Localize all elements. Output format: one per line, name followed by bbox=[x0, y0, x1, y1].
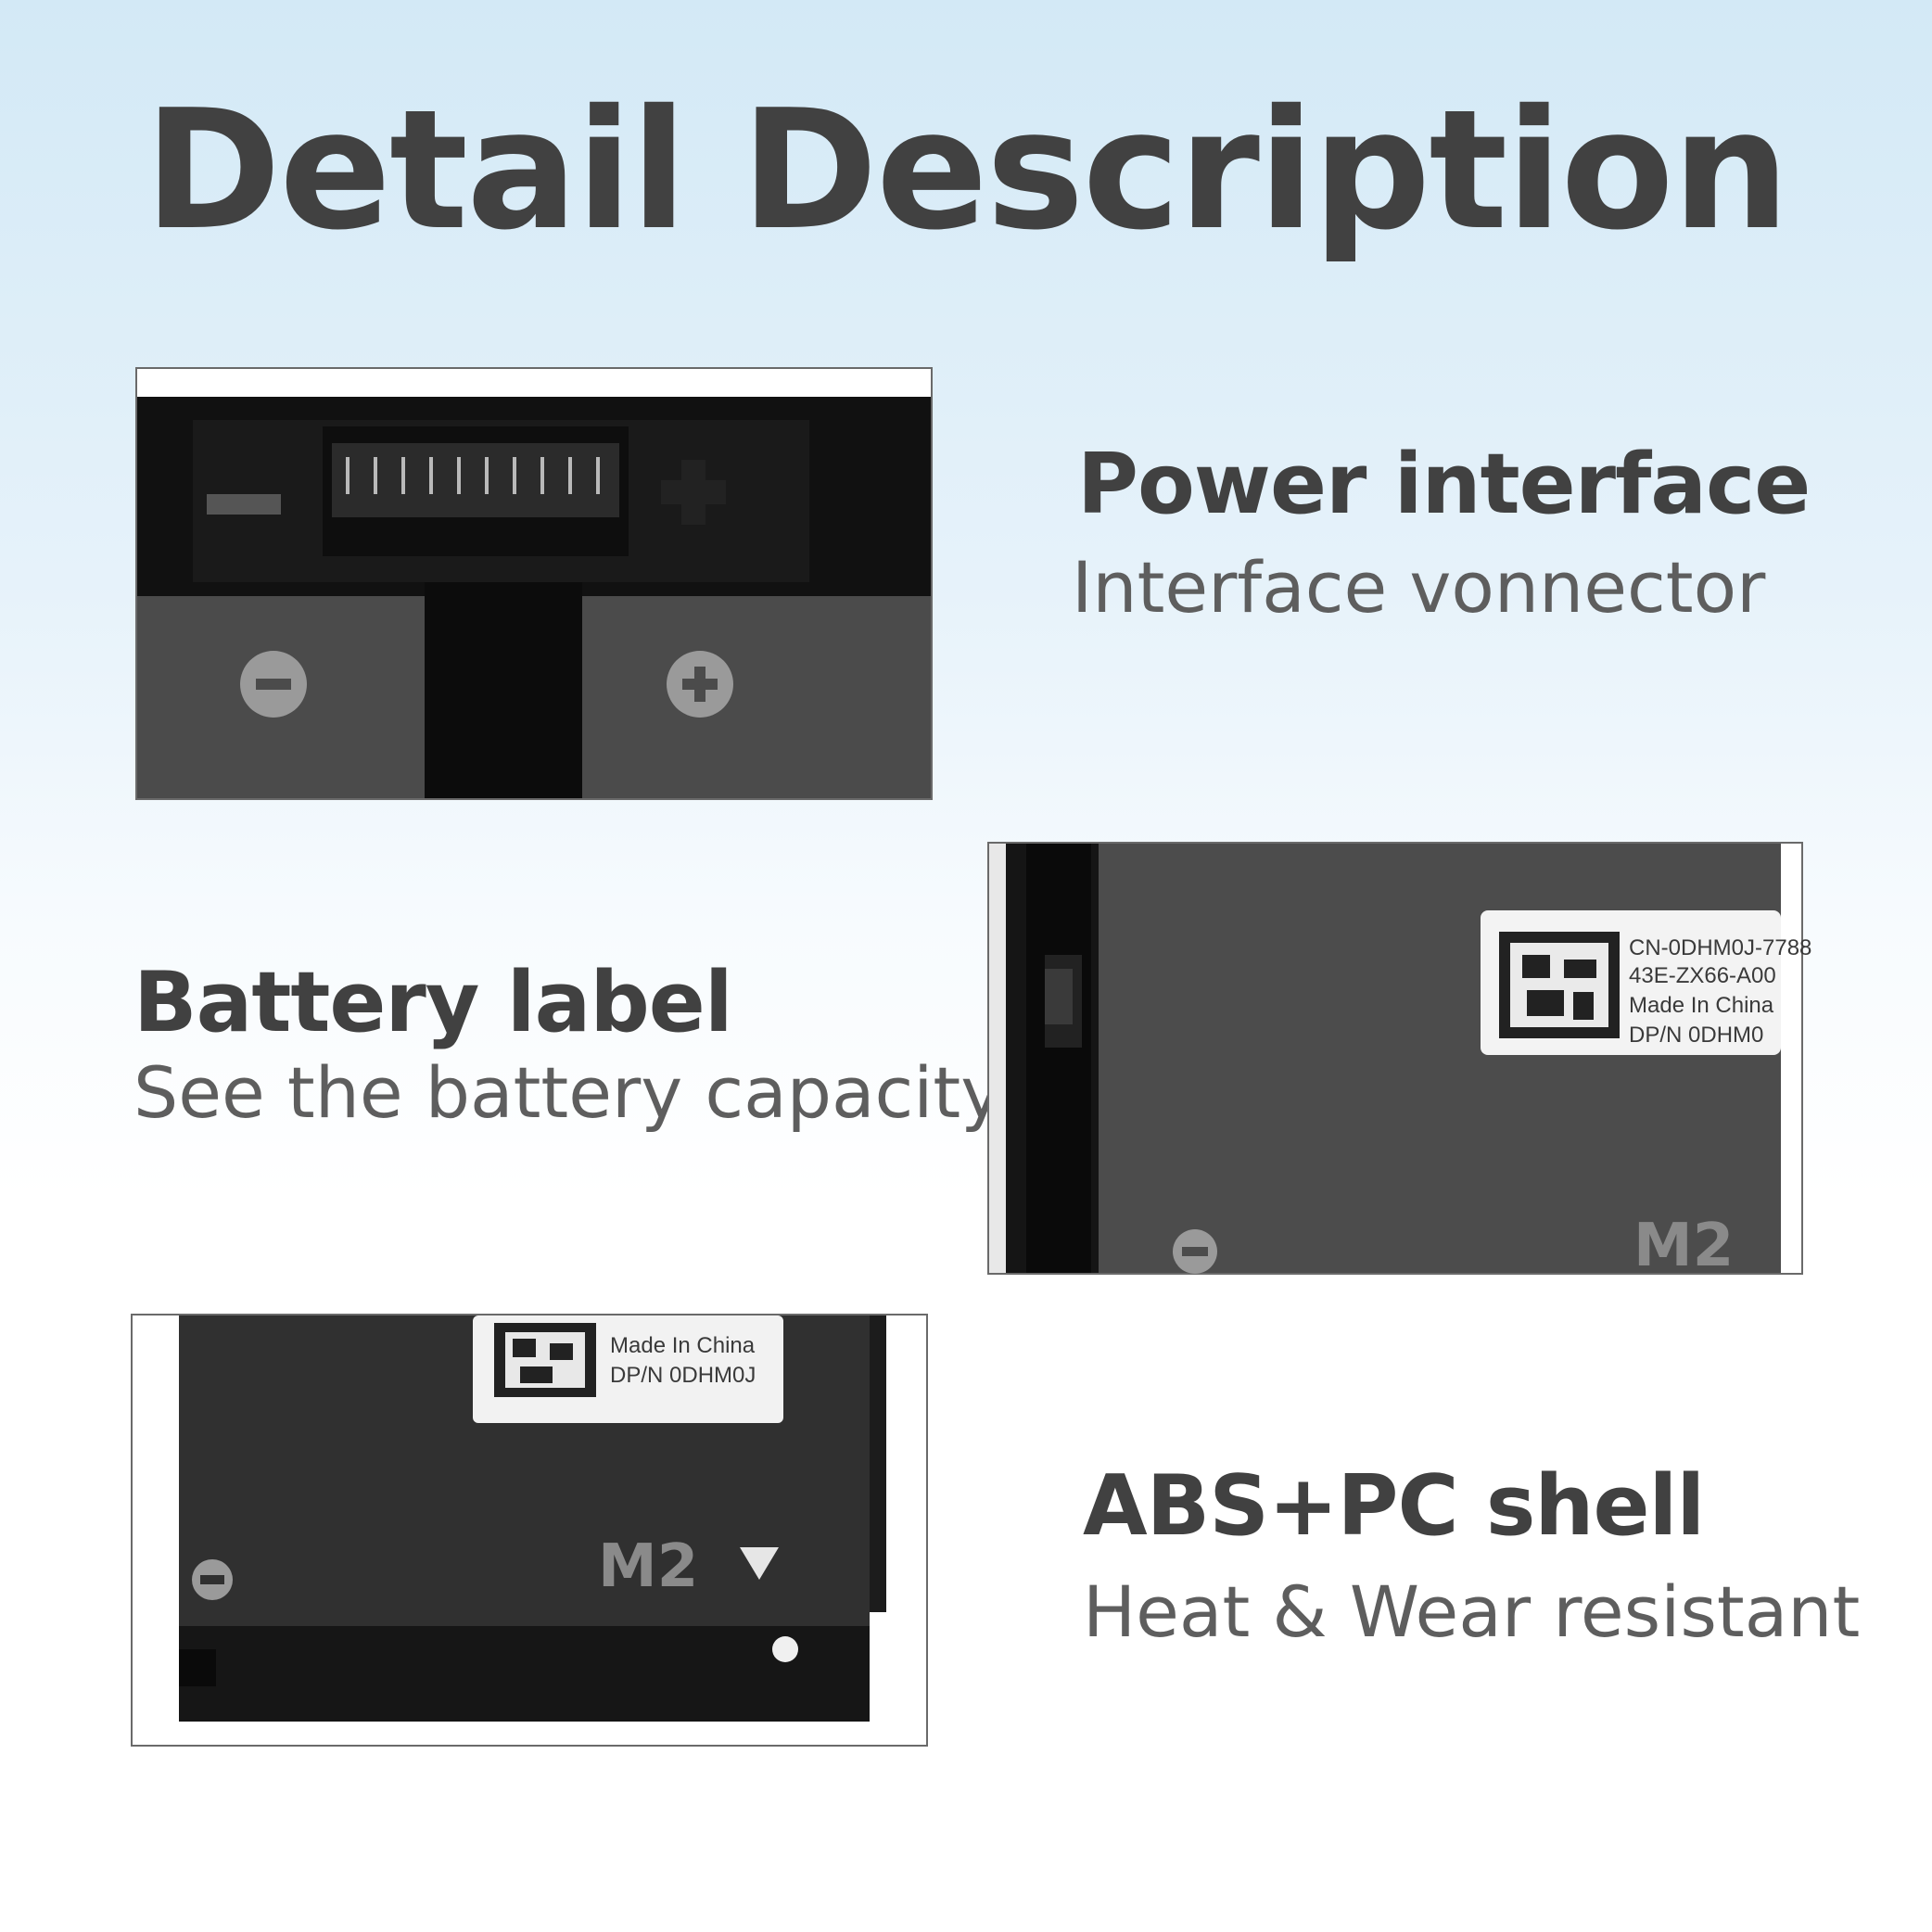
label-line-1: CN-0DHM0J-7788 bbox=[1629, 935, 1811, 960]
section-subheading-battery-label: See the battery capacity bbox=[133, 1051, 1003, 1134]
m2-marking-shell: M2 bbox=[598, 1532, 698, 1601]
shell-label-line-2: DP/N 0DHM0J bbox=[610, 1363, 756, 1388]
abs-pc-shell-photo: Made In China DP/N 0DHM0J M2 bbox=[131, 1314, 928, 1747]
shell-label-line-1: Made In China bbox=[610, 1333, 756, 1358]
page-title: Detail Description bbox=[144, 74, 1790, 266]
power-interface-photo bbox=[135, 367, 933, 800]
label-line-2: 43E-ZX66-A00 bbox=[1629, 963, 1776, 988]
section-heading-abs-pc-shell: ABS+PC shell bbox=[1083, 1457, 1705, 1555]
section-subheading-abs-pc-shell: Heat & Wear resistant bbox=[1083, 1570, 1861, 1653]
section-subheading-power-interface: Interface vonnector bbox=[1072, 546, 1766, 629]
battery-label-photo: CN-0DHM0J-7788 43E-ZX66-A00 Made In Chin… bbox=[987, 842, 1811, 1280]
section-heading-battery-label: Battery label bbox=[133, 954, 733, 1051]
m2-marking: M2 bbox=[1633, 1212, 1734, 1280]
label-line-3: Made In China bbox=[1629, 993, 1774, 1018]
section-heading-power-interface: Power interface bbox=[1077, 436, 1811, 533]
label-line-4: DP/N 0DHM0 bbox=[1629, 1023, 1763, 1048]
